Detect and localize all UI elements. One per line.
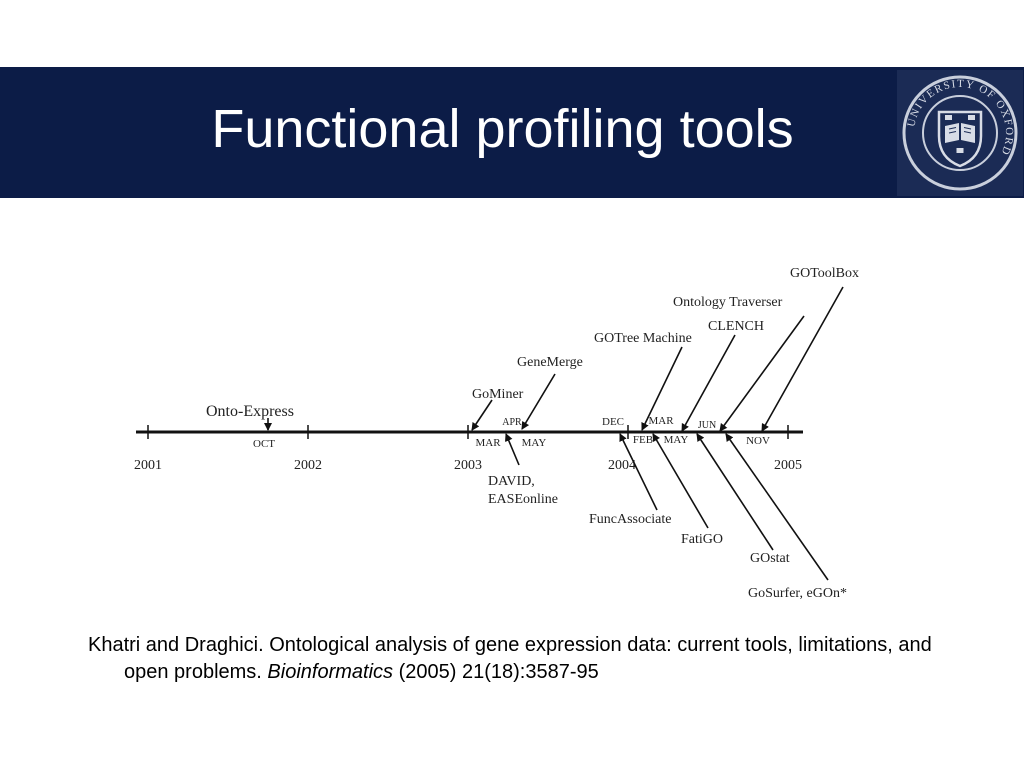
year-labels: 2001 2002 2003 2004 2005 — [134, 458, 802, 473]
month-label-feb: FEB — [633, 434, 653, 446]
tool-label-gostat: GOstat — [750, 551, 790, 566]
arrow-ontology-traverser — [719, 315, 805, 432]
month-label-nov: NOV — [746, 435, 770, 447]
arrow-gosurfer — [725, 433, 829, 581]
year-label-2001: 2001 — [134, 458, 162, 473]
arrow-david — [505, 433, 520, 466]
year-ticks — [147, 425, 789, 439]
year-label-2003: 2003 — [454, 458, 482, 473]
citation-volume: (2005) 21(18):3587-95 — [393, 661, 599, 683]
citation: Khatri and Draghici. Ontological analysi… — [88, 632, 974, 686]
month-labels: OCT MAR APR MAY DEC MAR FEB MAY JUN NOV — [253, 415, 770, 450]
month-label-mar-2004: MAR — [648, 415, 674, 427]
arrow-clench — [681, 334, 736, 432]
arrow-fatigo — [652, 433, 709, 529]
year-label-2002: 2002 — [294, 458, 322, 473]
tool-label-clench: CLENCH — [708, 319, 764, 334]
tool-label-ontology-traverser: Ontology Traverser — [673, 295, 783, 310]
tool-label-fatigo: FatiGO — [681, 532, 723, 547]
citation-journal: Bioinformatics — [267, 661, 394, 683]
tool-label-gominer: GoMiner — [472, 387, 524, 402]
month-label-may-2004: MAY — [664, 434, 689, 446]
tool-arrows — [264, 286, 844, 581]
tool-label-easeonline: EASEonline — [488, 492, 558, 507]
arrow-gostat — [696, 433, 774, 551]
tool-labels: Onto-Express GoMiner GeneMerge GOTree Ma… — [206, 266, 859, 601]
slide-title: Functional profiling tools — [211, 99, 794, 159]
arrow-genemerge — [521, 373, 556, 430]
month-label-jun: JUN — [698, 420, 716, 431]
university-of-oxford-crest-icon: UNIVERSITY OF OXFORD — [897, 70, 1023, 196]
tool-label-funcassociate: FuncAssociate — [589, 512, 671, 527]
tool-label-gotoolbox: GOToolBox — [790, 266, 859, 281]
month-label-apr: APR — [502, 417, 522, 428]
tool-label-gotree-machine: GOTree Machine — [594, 331, 692, 346]
tool-label-gosurfer: GoSurfer, eGOn* — [748, 586, 847, 601]
citation-text: Khatri and Draghici. Ontological analysi… — [88, 634, 932, 683]
month-label-oct: OCT — [253, 438, 275, 450]
tool-label-david: DAVID, — [488, 474, 535, 489]
arrow-gominer — [471, 399, 493, 431]
month-label-mar: MAR — [475, 437, 501, 449]
month-label-may: MAY — [522, 437, 547, 449]
arrow-gotoolbox — [761, 286, 844, 432]
year-label-2005: 2005 — [774, 458, 802, 473]
tool-label-genemerge: GeneMerge — [517, 355, 583, 370]
title-bar — [0, 67, 1024, 198]
month-label-dec: DEC — [602, 416, 624, 428]
year-label-2004: 2004 — [608, 458, 636, 473]
tool-label-onto-express: Onto-Express — [206, 403, 294, 420]
arrow-funcassociate — [619, 433, 658, 511]
arrow-gotree-machine — [641, 346, 683, 431]
